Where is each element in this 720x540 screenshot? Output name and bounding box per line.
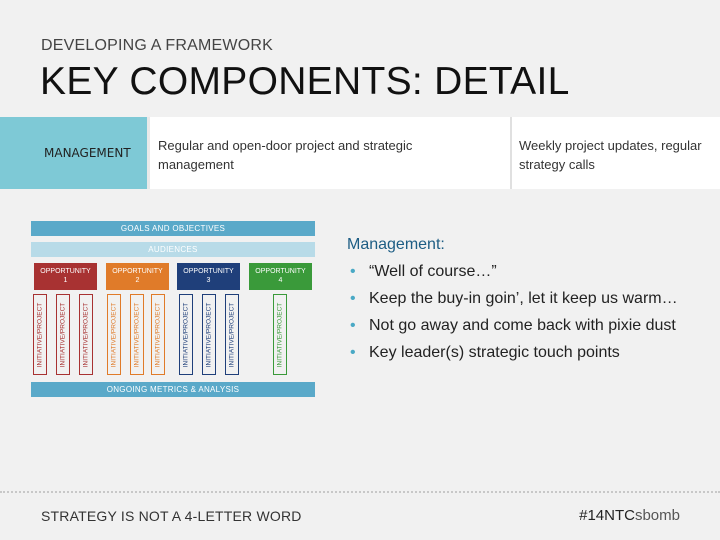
bullet-text: Keep the buy-in goin’, let it keep us wa… [369, 290, 678, 307]
row-description: Regular and open-door project and strate… [158, 138, 413, 172]
bullet-dot-icon: • [350, 317, 356, 334]
bullet-dot-icon: • [350, 263, 356, 280]
list-item: • Not go away and come back with pixie du… [347, 316, 687, 336]
initiative-column: INITIATIVE/PROJECT [151, 294, 165, 375]
initiative-label: INITIATIVE/PROJECT [205, 302, 213, 367]
initiative-column: INITIATIVE/PROJECT [179, 294, 193, 375]
goals-bar: GOALS AND OBJECTIVES [31, 221, 315, 236]
opportunity-number: 1 [63, 277, 68, 284]
bullet-dot-icon: • [350, 290, 356, 307]
list-item: • “Well of course…” [347, 262, 687, 282]
initiative-column: INITIATIVE/PROJECT [130, 294, 144, 375]
bullet-text: “Well of course…” [369, 263, 497, 280]
slide-kicker: DEVELOPING A FRAMEWORK [41, 37, 274, 54]
opportunity-box: OPPORTUNITY 1 [34, 263, 97, 290]
bullet-text: Not go away and come back with pixie dus… [369, 317, 676, 334]
opportunity-box: OPPORTUNITY 2 [106, 263, 169, 290]
initiative-label: INITIATIVE/PROJECT [110, 302, 118, 367]
opportunity-box: OPPORTUNITY 4 [249, 263, 312, 290]
row-label-cell: MANAGEMENT [0, 117, 147, 189]
initiative-column: INITIATIVE/PROJECT [107, 294, 121, 375]
initiative-column: INITIATIVE/PROJECT [79, 294, 93, 375]
detail-row: MANAGEMENT Regular and open-door project… [0, 117, 720, 189]
initiative-column: INITIATIVE/PROJECT [202, 294, 216, 375]
opportunity-number: 4 [278, 277, 283, 284]
footer-title: STRATEGY IS NOT A 4-LETTER WORD [41, 508, 302, 524]
footer-hashtag: #14NTCsbomb [579, 507, 680, 524]
bullet-dot-icon: • [350, 344, 356, 361]
initiative-label: INITIATIVE/PROJECT [182, 302, 190, 367]
opportunity-box: OPPORTUNITY 3 [177, 263, 240, 290]
framework-diagram: GOALS AND OBJECTIVES AUDIENCES OPPORTUNI… [31, 221, 315, 398]
opportunity-label: OPPORTUNITY [40, 268, 91, 275]
initiative-label: INITIATIVE/PROJECT [154, 302, 162, 367]
list-item: • Keep the buy-in goin’, let it keep us w… [347, 289, 687, 309]
audiences-bar: AUDIENCES [31, 242, 315, 257]
initiative-label: INITIATIVE/PROJECT [82, 302, 90, 367]
opportunity-label: OPPORTUNITY [112, 268, 163, 275]
list-item: • Key leader(s) strategic touch points [347, 343, 687, 363]
bullet-text: Key leader(s) strategic touch points [369, 344, 620, 361]
row-divider [510, 117, 512, 189]
opportunity-label: OPPORTUNITY [183, 268, 234, 275]
row-cadence: Weekly project updates, regular strategy… [519, 138, 702, 172]
opportunity-number: 2 [135, 277, 140, 284]
initiative-label: INITIATIVE/PROJECT [59, 302, 67, 367]
slide-title: KEY COMPONENTS: DETAIL [40, 60, 570, 103]
hashtag-tail: sbomb [634, 507, 680, 524]
opportunity-label: OPPORTUNITY [255, 268, 306, 275]
opportunity-number: 3 [206, 277, 211, 284]
row-gap [147, 117, 150, 189]
row-label: MANAGEMENT [44, 146, 131, 160]
initiative-column: INITIATIVE/PROJECT [56, 294, 70, 375]
metrics-bar: ONGOING METRICS & ANALYSIS [31, 382, 315, 397]
bullets-heading: Management: [347, 236, 445, 253]
footer-divider [0, 491, 720, 493]
initiative-label: INITIATIVE/PROJECT [36, 302, 44, 367]
initiative-label: INITIATIVE/PROJECT [228, 302, 236, 367]
initiative-label: INITIATIVE/PROJECT [133, 302, 141, 367]
initiative-column: INITIATIVE/PROJECT [225, 294, 239, 375]
initiative-column: INITIATIVE/PROJECT [273, 294, 287, 375]
initiative-label: INITIATIVE/PROJECT [276, 302, 284, 367]
hashtag-main: #14NTC [579, 507, 635, 524]
initiative-column: INITIATIVE/PROJECT [33, 294, 47, 375]
bullet-list: • “Well of course…” • Keep the buy-in goin… [347, 262, 687, 370]
